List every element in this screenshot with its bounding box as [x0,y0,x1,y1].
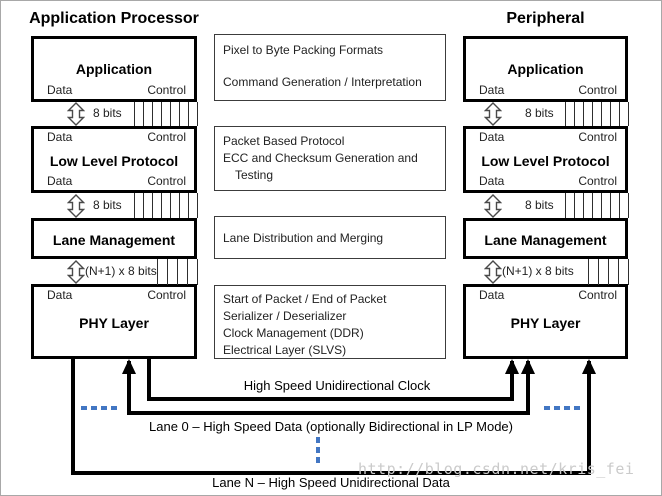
data-port-label: Data [479,288,505,302]
data-port-label: Data [47,130,73,144]
left-phy-layer-box: Data Control PHY Layer [31,284,197,359]
description-line: Packet Based Protocol [223,134,345,148]
clock-signal-label: High Speed Unidirectional Clock [243,378,431,393]
port-row: Data Control [34,175,194,188]
clock-wire-vertical-right [510,361,514,401]
data-port-label: Data [47,174,73,188]
description-line: ECC and Checksum Generation and [223,151,418,165]
double-arrow-icon [484,194,502,218]
lane0-wire-horizontal [127,411,530,415]
control-bus-lines [565,193,629,218]
double-arrow-icon [484,102,502,126]
description-line: Electrical Layer (SLVS) [223,343,347,357]
port-row: Data Control [34,131,194,144]
left-low-level-protocol-box: Data Control Low Level Protocol Data Con… [31,126,197,193]
double-arrow-icon [484,260,502,284]
heading-application-processor: Application Processor [29,10,199,27]
bus-width-label: (N+1) x 8 bits [85,264,157,278]
left-application-box: Application Data Control [31,36,197,102]
box-title: Low Level Protocol [481,153,610,169]
box-title: Low Level Protocol [49,153,179,169]
control-bus-lines [157,259,198,285]
port-row: Data Control [466,175,625,188]
double-arrow-icon [67,102,85,126]
control-bus-lines [588,259,629,285]
description-line [223,58,445,74]
description-line: Command Generation / Interpretation [223,75,422,89]
bus-width-label: 8 bits [525,198,554,212]
port-row: Data Control [34,289,194,302]
laneN-wire-vertical-left [71,359,75,475]
description-line: Start of Packet / End of Packet [223,292,387,306]
data-port-label: Data [47,288,73,302]
double-arrow-icon [67,260,85,284]
right-low-level-protocol-box: Data Control Low Level Protocol Data Con… [463,126,628,193]
watermark-text: http://blog.csdn.net/kris_fei [358,460,635,478]
control-port-label: Control [578,130,617,144]
description-line: Serializer / Deserializer [223,309,347,323]
more-lanes-dots-right [544,406,582,410]
laneN-wire-horizontal [71,471,591,475]
bus-width-label: 8 bits [525,106,554,120]
right-lane-management-box: Lane Management [463,218,628,259]
middle-box-phy-functions: Start of Packet / End of Packet Serializ… [214,285,446,359]
port-row: Data Control [466,131,625,144]
description-line: Pixel to Byte Packing Formats [223,43,384,57]
data-port-label: Data [47,83,73,97]
arrow-up-icon [582,359,596,374]
right-phy-layer-box: Data Control PHY Layer [463,284,628,359]
description-line: Testing [235,168,274,182]
lane0-signal-label: Lane 0 – High Speed Data (optionally Bid… [149,419,513,434]
control-bus-lines [565,102,629,126]
port-row: Data Control [466,84,625,97]
box-title: PHY Layer [79,315,149,331]
bus-width-label: 8 bits [93,198,122,212]
data-port-label: Data [479,130,505,144]
middle-box-protocol-functions: Packet Based Protocol ECC and Checksum G… [214,126,446,191]
clock-wire-horizontal [147,397,514,401]
control-port-label: Control [147,288,186,302]
left-lane-management-box: Lane Management [31,218,197,259]
heading-peripheral: Peripheral [506,10,585,27]
control-port-label: Control [147,174,186,188]
control-bus-lines [134,102,198,126]
lane0-wire-vertical-right [526,361,530,415]
control-port-label: Control [147,83,186,97]
control-port-label: Control [578,288,617,302]
arrow-up-icon [505,359,519,374]
control-port-label: Control [578,83,617,97]
bus-width-label: 8 bits [93,106,122,120]
data-port-label: Data [479,174,505,188]
clock-wire-vertical-left [147,359,151,401]
box-title: Application [507,61,584,77]
description-line: Lane Distribution and Merging [223,231,384,245]
port-row: Data Control [466,289,625,302]
control-port-label: Control [147,130,186,144]
right-application-box: Application Data Control [463,36,628,102]
double-arrow-icon [67,194,85,218]
arrow-up-icon [521,359,535,374]
laneN-signal-label: Lane N – High Speed Unidirectional Data [212,475,450,490]
box-title: Lane Management [484,232,607,248]
box-title: Application [75,61,153,77]
box-title: Lane Management [52,232,176,248]
lane0-wire-vertical-left [127,361,131,415]
middle-box-application-functions: Pixel to Byte Packing Formats Command Ge… [214,34,446,101]
data-port-label: Data [479,83,505,97]
laneN-wire-vertical-right [587,361,591,475]
control-bus-lines [134,193,198,218]
bus-width-label: (N+1) x 8 bits [502,264,574,278]
description-line: Clock Management (DDR) [223,326,364,340]
control-port-label: Control [578,174,617,188]
arrow-up-icon [122,359,136,374]
port-row: Data Control [34,84,194,97]
middle-box-lane-functions: Lane Distribution and Merging [214,216,446,259]
box-title: PHY Layer [510,315,581,331]
more-lanes-dots-left [81,406,119,410]
more-lanes-dots-middle [316,437,320,467]
